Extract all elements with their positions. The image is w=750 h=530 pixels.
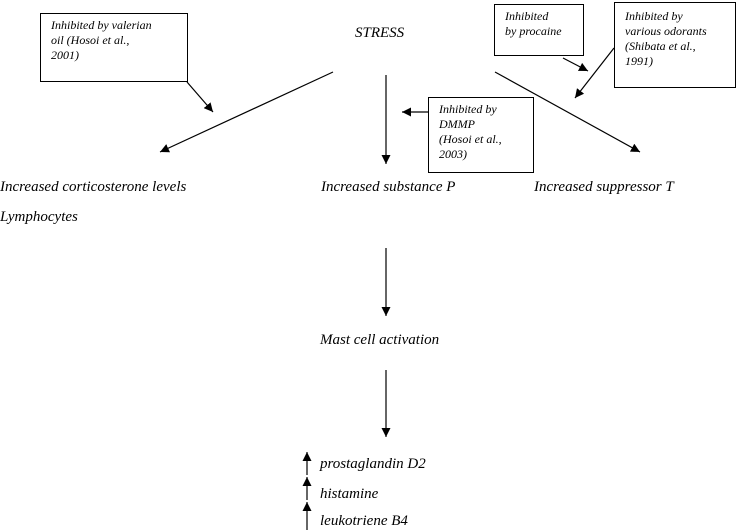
inhibitor-text: 2001): [51, 48, 79, 62]
inhibitor-box-dmmp: Inhibited by DMMP (Hosoi et al., 2003): [428, 97, 534, 173]
mast-cell-label: Mast cell activation: [320, 332, 440, 348]
mediator-leukotriene: leukotriene B4: [320, 513, 408, 529]
inhibitor-text: various odorants: [625, 24, 707, 38]
arrow-stress-to-suppressor-t: [494, 71, 641, 153]
arrow-stress-to-corticosterone: [159, 71, 334, 153]
inhibitor-text: 1991): [625, 54, 653, 68]
stress-label: STRESS: [355, 25, 405, 41]
inhibitor-box-procaine: Inhibited by procaine: [494, 4, 584, 56]
substance-p-label: Increased substance P: [321, 179, 456, 195]
inhibitor-text: by procaine: [505, 24, 562, 38]
inhibitor-text: Inhibited by: [625, 9, 683, 23]
arrow-valerian-inhibition: [186, 81, 214, 113]
inhibitor-box-valerian: Inhibited by valerian oil (Hosoi et al.,…: [40, 13, 188, 82]
arrow-odorants-inhibition: [574, 47, 615, 99]
suppressor-t-label: Increased suppressor T: [534, 179, 674, 195]
inhibitor-text: Inhibited: [505, 9, 549, 23]
arrow-procaine-inhibition: [562, 57, 589, 72]
inhibitor-text: Inhibited by valerian: [51, 18, 152, 32]
mediator-prostaglandin: prostaglandin D2: [320, 456, 426, 472]
inhibitor-box-odorants: Inhibited by various odorants (Shibata e…: [614, 2, 736, 88]
inhibitor-text: oil (Hosoi et al.,: [51, 33, 130, 47]
corticosterone-label: Increased corticosterone levels: [0, 179, 187, 195]
inhibitor-text: (Shibata et al.,: [625, 39, 696, 53]
inhibitor-text: 2003): [439, 147, 467, 161]
inhibitor-text: Inhibited by: [439, 102, 497, 116]
inhibitor-text: DMMP: [439, 117, 475, 131]
lymphocytes-label: Lymphocytes: [0, 209, 78, 225]
inhibitor-text: (Hosoi et al.,: [439, 132, 502, 146]
mediator-histamine: histamine: [320, 486, 379, 502]
